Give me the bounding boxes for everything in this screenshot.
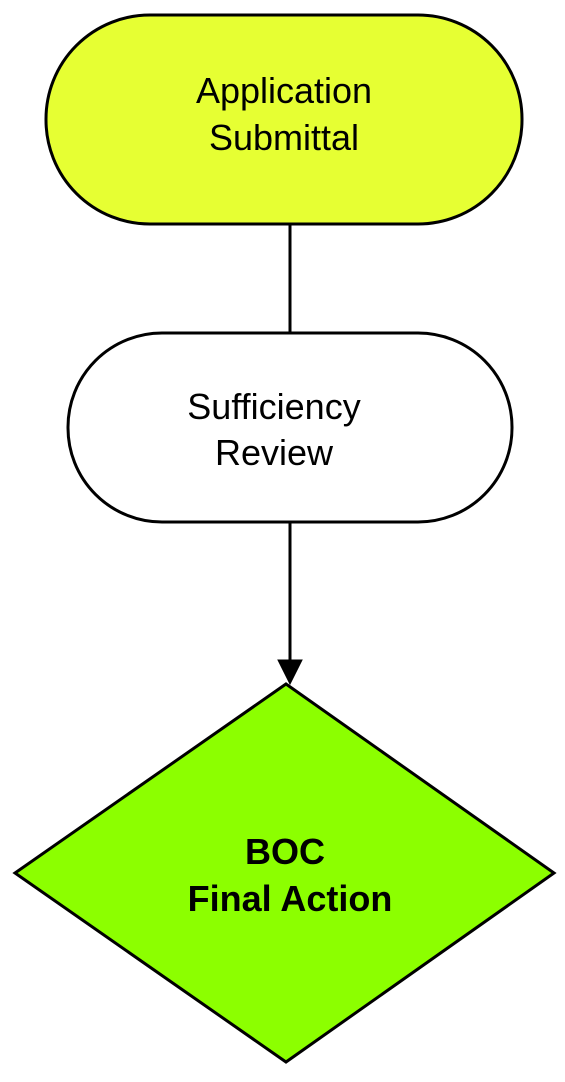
boc-final-action-label-line1: BOC <box>245 831 325 872</box>
sufficiency-review-label-line2: Review <box>215 432 334 473</box>
node-sufficiency-review: Sufficiency Review <box>66 331 514 524</box>
application-submittal-label-line2: Submittal <box>209 117 359 158</box>
application-submittal-label-line1: Application <box>196 70 372 111</box>
arrowhead-icon <box>277 659 303 686</box>
sufficiency-review-shape <box>66 331 514 524</box>
node-boc-final-action: BOC Final Action <box>12 682 557 1064</box>
boc-final-action-label-line2: Final Action <box>188 878 393 919</box>
sufficiency-review-label-line1: Sufficiency <box>187 386 360 427</box>
application-submittal-shape <box>44 13 524 226</box>
boc-final-action-shape <box>12 682 557 1064</box>
node-application-submittal: Application Submittal <box>44 13 524 226</box>
